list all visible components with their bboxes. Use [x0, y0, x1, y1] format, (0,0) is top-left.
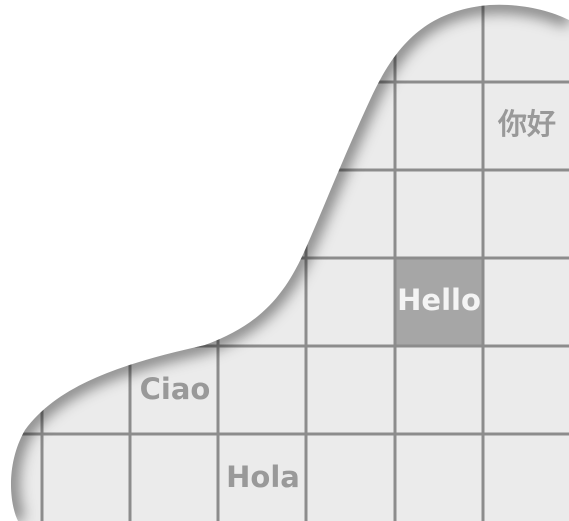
edge-shadow [10, 4, 569, 521]
highlight-cell [395, 258, 483, 346]
greeting-hello: Hello [397, 283, 481, 317]
greeting-ciao: Ciao [140, 372, 211, 406]
greeting-hola: Hola [226, 460, 300, 494]
greeting-nihao: 你好 [497, 107, 556, 141]
